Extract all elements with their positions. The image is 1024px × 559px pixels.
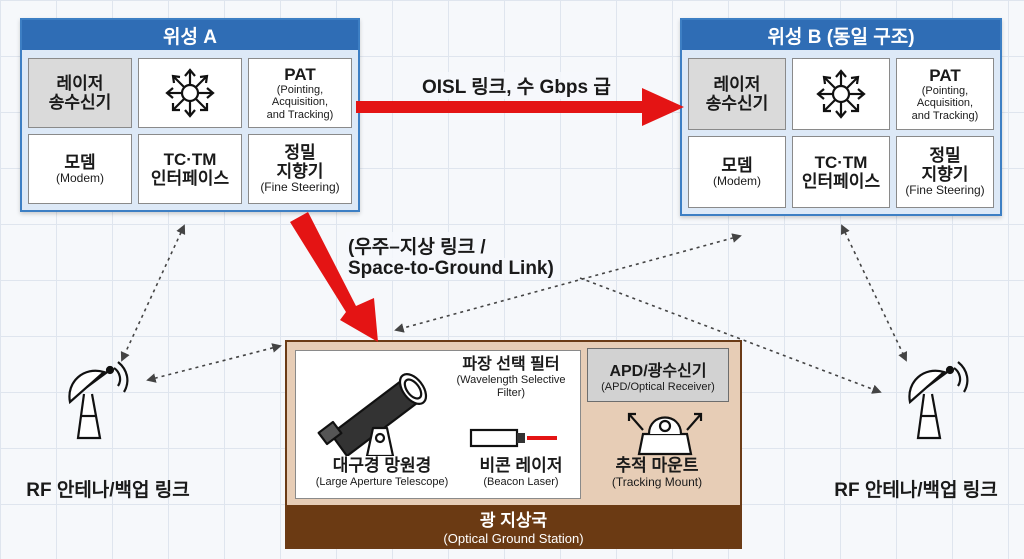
link-space-ground-to-rf-right	[579, 277, 882, 394]
satellite-dish-icon	[908, 361, 969, 440]
fine-line-2: 지향기	[276, 162, 324, 182]
rf-left-label: RF 안테나/백업 링크	[26, 480, 190, 501]
satellite-dish-icon	[68, 361, 129, 440]
space-ground-arrow	[290, 212, 378, 342]
pat-sub-2: Acquisition,	[271, 96, 329, 109]
oisl-label: OISL 링크, 수 Gbps 급	[420, 72, 613, 99]
laser-label-2: 송수신기	[705, 94, 769, 113]
fine-line-1: 정밀	[929, 146, 961, 166]
satellite-a-box: 위성 A 레이저 송수신기 PAT	[20, 18, 360, 212]
fine-line-1: 정밀	[284, 143, 316, 163]
laser-label-1: 레이저	[56, 73, 104, 93]
pat-arrows-icon	[165, 68, 215, 118]
modem-sub: (Modem)	[712, 173, 761, 188]
fine-sub: (Fine Steering)	[905, 183, 985, 198]
link-sat-a-to-rf-left	[120, 224, 186, 362]
tctm-line-1: TC·TM	[814, 152, 868, 172]
modem-cell: 모뎀 (Modem)	[28, 134, 132, 204]
pat-sub-1: (Pointing,	[921, 85, 969, 98]
link-sat-b-to-rf-right	[840, 224, 908, 362]
rf-right-label: RF 안테나/백업 링크	[834, 480, 998, 501]
wavelength-filter-label: 파장 선택 필터 (Wavelength Selective Filter)	[437, 356, 585, 400]
pat-icon-cell	[792, 58, 890, 130]
pat-sub-1: (Pointing,	[276, 84, 324, 97]
station-subtitle: (Optical Ground Station)	[443, 531, 584, 546]
pat-cell: PAT (Pointing, Acquisition, and Tracking…	[896, 58, 994, 130]
pat-cell: PAT (Pointing, Acquisition, and Tracking…	[248, 58, 352, 128]
tctm-cell: TC·TM 인터페이스	[792, 136, 890, 208]
mount-title: 추적 마운트	[615, 456, 699, 475]
pat-sub-3: and Tracking)	[911, 109, 979, 122]
pat-title: PAT	[284, 65, 316, 85]
optical-ground-station: 파장 선택 필터 (Wavelength Selective Filter) A…	[285, 340, 742, 549]
modem-title: 모뎀	[721, 155, 753, 175]
pat-arrows-icon	[816, 69, 866, 119]
laser-transceiver-cell: 레이저 송수신기	[28, 58, 132, 128]
telescope-title: 대구경 망원경	[332, 456, 432, 475]
fine-line-2: 지향기	[921, 165, 969, 185]
apd-receiver-box: APD/광수신기 (APD/Optical Receiver)	[587, 348, 729, 402]
filter-title: 파장 선택 필터	[462, 356, 560, 373]
filter-sub-2: Filter)	[496, 387, 526, 400]
fine-sub: (Fine Steering)	[260, 180, 340, 195]
mount-sub: (Tracking Mount)	[611, 474, 703, 489]
oisl-arrow	[356, 88, 684, 126]
pat-icon-cell	[138, 58, 242, 128]
beacon-title: 비콘 레이저	[479, 456, 563, 475]
laser-label-2: 송수신기	[48, 93, 112, 112]
station-title: 광 지상국	[479, 511, 548, 530]
pat-title: PAT	[929, 66, 961, 86]
satellite-b-title: 위성 B (동일 구조)	[682, 20, 1000, 50]
fine-steering-cell: 정밀 지향기 (Fine Steering)	[248, 134, 352, 204]
pat-sub-3: and Tracking)	[266, 108, 334, 121]
telescope-icon	[317, 373, 428, 456]
link-rf-left-to-station	[146, 343, 282, 383]
laser-transceiver-cell: 레이저 송수신기	[688, 58, 786, 130]
tctm-line-1: TC·TM	[163, 149, 217, 169]
telescope-label: 대구경 망원경 (Large Aperture Telescope)	[297, 456, 467, 488]
tctm-line-2: 인터페이스	[150, 169, 230, 188]
tracking-mount-icon	[627, 412, 703, 456]
beacon-sub: (Beacon Laser)	[483, 475, 559, 488]
apd-sub: (APD/Optical Receiver)	[601, 381, 715, 393]
satellite-a-title: 위성 A	[22, 20, 358, 50]
space-ground-label-2: Space-to-Ground Link)	[346, 258, 556, 280]
modem-sub: (Modem)	[55, 170, 104, 185]
beacon-label: 비콘 레이저 (Beacon Laser)	[465, 456, 577, 488]
satellite-b-box: 위성 B (동일 구조) 레이저 송수신기 P	[680, 18, 1002, 216]
modem-title: 모뎀	[64, 152, 96, 172]
apd-title: APD/광수신기	[609, 363, 707, 380]
space-ground-label-1: (우주–지상 링크 /	[346, 232, 488, 259]
laser-label-1: 레이저	[713, 74, 761, 94]
station-footer: 광 지상국 (Optical Ground Station)	[287, 505, 740, 547]
beacon-laser-icon	[469, 428, 557, 448]
telescope-sub: (Large Aperture Telescope)	[315, 475, 449, 488]
modem-cell: 모뎀 (Modem)	[688, 136, 786, 208]
filter-sub-1: (Wavelength Selective	[456, 374, 566, 387]
tctm-cell: TC·TM 인터페이스	[138, 134, 242, 204]
tctm-line-2: 인터페이스	[801, 172, 881, 191]
mount-label: 추적 마운트 (Tracking Mount)	[587, 456, 727, 489]
fine-steering-cell: 정밀 지향기 (Fine Steering)	[896, 136, 994, 208]
pat-sub-2: Acquisition,	[916, 97, 974, 110]
